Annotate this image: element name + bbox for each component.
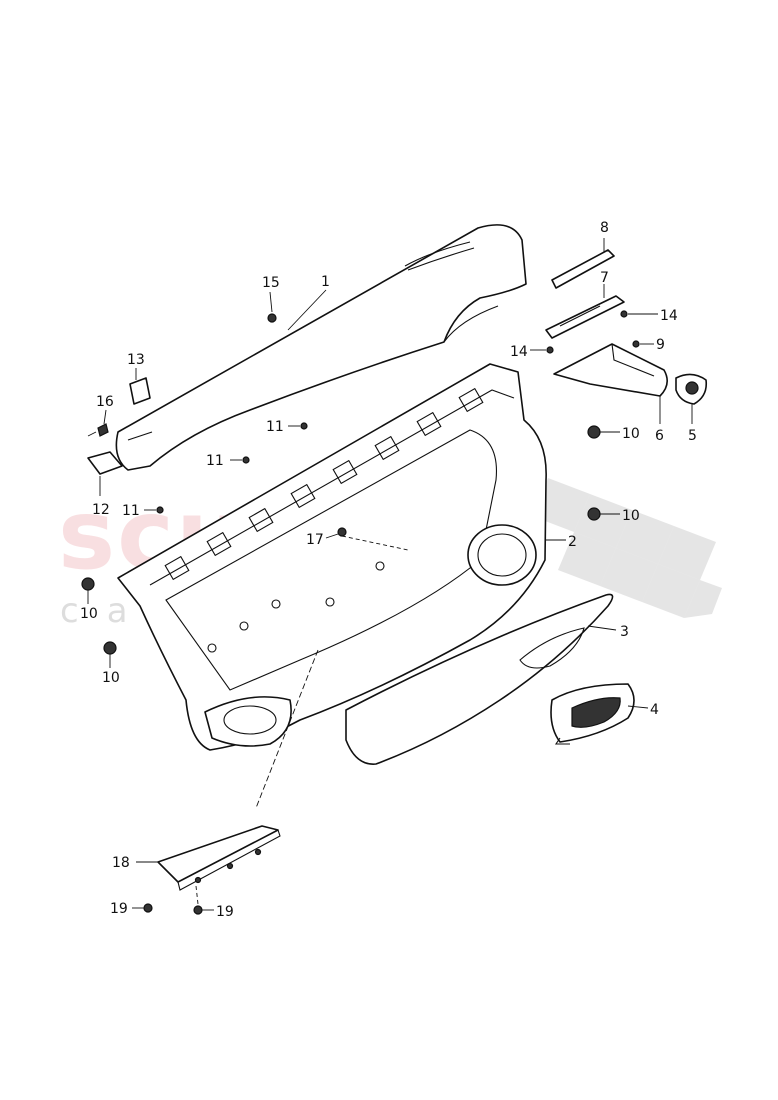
callout-8: 8 [600,220,609,236]
callout-13: 13 [127,352,145,368]
callout-16: 16 [96,394,114,410]
fastener-11b [242,456,250,464]
callout-10-middle: 10 [622,508,640,524]
part-1-upper-trim [115,224,527,471]
fastener-15 [267,313,277,323]
callout-15: 15 [262,275,280,291]
fastener-10c [81,577,95,591]
callout-11-middle: 11 [206,453,224,469]
part-5-cap [675,373,708,405]
callout-5: 5 [688,428,697,444]
fastener-9 [632,340,640,348]
fastener-14b [546,346,554,354]
callout-19-right: 19 [216,904,234,920]
part-4-door-handle [550,683,635,745]
callout-7: 7 [600,270,609,286]
leader-lines [87,238,693,911]
watermark-checker-flag [532,478,722,618]
part-6-bracket [553,343,668,397]
fastener-10d [103,641,117,655]
fastener-11c [156,506,164,514]
lower-pocket [204,696,292,747]
callout-11-lower: 11 [122,503,140,519]
fastener-19a [143,903,153,913]
part-12-clip [87,451,123,475]
fastener-10b [587,507,601,521]
fastener-10a [587,425,601,439]
callout-labels: 1 2 3 4 5 6 7 8 9 10 10 10 10 11 11 11 1… [80,220,697,920]
callout-11-upper: 11 [266,419,284,435]
part-13-clip [129,377,151,405]
callout-19-left: 19 [110,901,128,917]
callout-10-left: 10 [80,606,98,622]
panel-clip-slots [164,387,484,581]
callout-3: 3 [620,624,629,640]
callout-10-upper: 10 [622,426,640,442]
callout-14-left: 14 [510,344,528,360]
callout-18: 18 [112,855,130,871]
callout-14-right: 14 [660,308,678,324]
fastener-14a [620,310,628,318]
fastener-19b [193,905,203,915]
callout-12: 12 [92,502,110,518]
callout-4: 4 [650,702,659,718]
part-7-switch-strip [545,295,625,339]
callout-2: 2 [568,534,577,550]
callout-6: 6 [655,428,664,444]
callout-10-lower: 10 [102,670,120,686]
part-8-trim-bar [551,249,615,289]
fastener-17 [337,527,347,537]
fastener-11a [300,422,308,430]
callout-17: 17 [306,532,324,548]
part-16-screw [87,423,109,437]
part-3-trim-strip [345,593,614,765]
callout-9: 9 [656,337,665,353]
callout-1: 1 [321,274,330,290]
part-2-door-panel [117,363,547,751]
part-18-lower-strip [157,825,281,891]
